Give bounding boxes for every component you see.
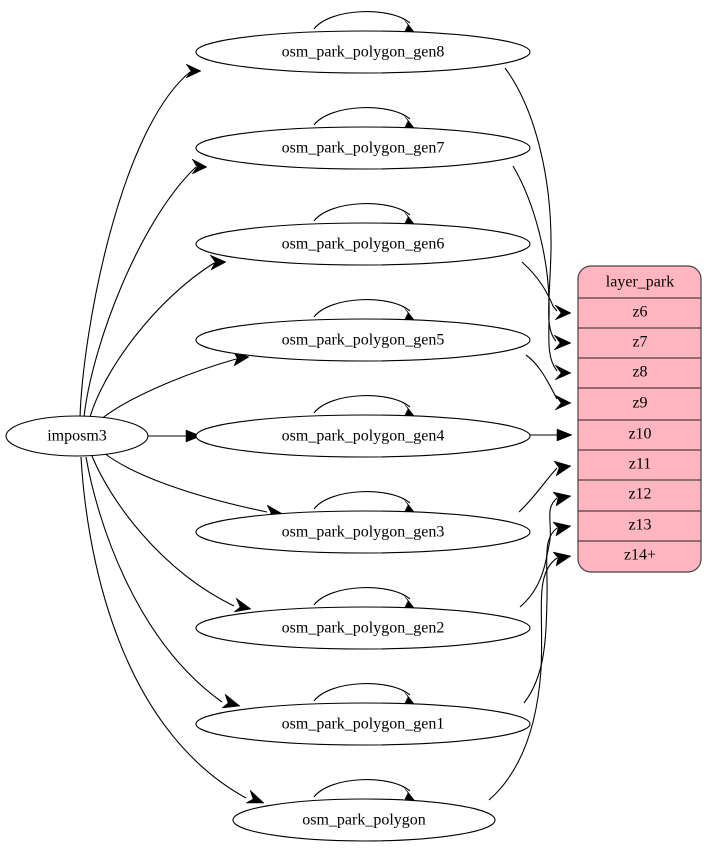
self-loop-gen8: [313, 11, 411, 30]
layer-park-row-z14[interactable]: z14+: [624, 547, 656, 564]
edge-gen5-to-z9: [525, 354, 558, 400]
layer-park-header-label: layer_park: [606, 274, 674, 291]
arrowhead-z6: [554, 304, 572, 321]
arrowhead-base: [245, 789, 265, 804]
layer-park-row-z6[interactable]: z6: [632, 304, 647, 321]
node-gen5[interactable]: osm_park_polygon_gen5: [195, 318, 531, 362]
node-gen1[interactable]: osm_park_polygon_gen1: [195, 702, 531, 746]
arrowhead-z11: [553, 460, 572, 477]
arrowhead-self-gen6: [403, 210, 416, 226]
layer-park-row-z9[interactable]: z9: [632, 395, 647, 412]
arrowhead-self-gen3: [403, 498, 416, 514]
arrowhead-z12: [552, 491, 572, 507]
gen5-ellipse[interactable]: [195, 318, 531, 362]
gen3-ellipse[interactable]: [195, 510, 531, 554]
gen6-label: osm_park_polygon_gen6: [282, 236, 445, 253]
edge-imposm3-to-gen8: [79, 71, 191, 418]
gen4-ellipse[interactable]: [195, 414, 531, 458]
gen1-label: osm_park_polygon_gen1: [282, 716, 445, 733]
node-imposm3[interactable]: imposm3: [5, 415, 149, 457]
self-loop-base: [313, 779, 411, 798]
edge-group-self-loops: [313, 11, 416, 802]
imposm3-ellipse[interactable]: [5, 415, 149, 457]
edge-base-to-z14: [488, 557, 558, 801]
edge-gen3-to-z11: [518, 467, 558, 513]
edge-imposm3-to-gen3: [103, 452, 268, 513]
layer-park-row-z8[interactable]: z8: [632, 364, 647, 381]
arrowhead-self-gen8: [403, 18, 416, 34]
arrowhead-gen4: [185, 429, 202, 443]
layer-park-body[interactable]: [577, 265, 702, 573]
gen8-label: osm_park_polygon_gen8: [282, 44, 445, 61]
node-gen6[interactable]: osm_park_polygon_gen6: [195, 222, 531, 266]
edge-imposm3-to-gen5: [99, 358, 237, 421]
arrowhead-gen2: [233, 597, 252, 613]
edge-gen6-to-z6: [521, 261, 558, 312]
arrowhead-gen6: [209, 254, 227, 271]
arrowhead-self-base: [403, 786, 416, 802]
arrowhead-gen1: [221, 693, 241, 709]
gen3-label: osm_park_polygon_gen3: [282, 524, 445, 541]
edge-imposm3-to-gen6: [89, 262, 215, 418]
layer-park-row-z10[interactable]: z10: [628, 426, 651, 443]
layer-park-row-z7[interactable]: z7: [632, 334, 647, 351]
gen6-ellipse[interactable]: [195, 222, 531, 266]
edge-imposm3-to-base: [80, 456, 247, 799]
edge-imposm3-to-gen1: [85, 456, 223, 703]
edge-gen7-to-z8: [512, 165, 558, 372]
node-gen7[interactable]: osm_park_polygon_gen7: [195, 126, 531, 170]
gen4-label: osm_park_polygon_gen4: [282, 428, 445, 445]
self-loop-gen7: [313, 107, 411, 126]
self-loop-gen5: [313, 299, 411, 318]
gen2-label: osm_park_polygon_gen2: [282, 620, 445, 637]
arrowhead-z14: [552, 551, 572, 567]
arrowhead-z13: [552, 521, 572, 537]
edge-group-nodes-to-record: [488, 67, 573, 801]
node-gen4[interactable]: osm_park_polygon_gen4: [195, 414, 531, 458]
arrowhead-z10: [556, 428, 573, 442]
arrowhead-z7: [553, 334, 572, 351]
gen7-ellipse[interactable]: [195, 126, 531, 170]
arrowhead-z8: [554, 364, 572, 381]
arrowhead-self-gen5: [403, 306, 416, 322]
arrowhead-self-gen1: [403, 690, 416, 706]
gen2-ellipse[interactable]: [195, 606, 531, 650]
edge-gen1-to-z13: [523, 527, 558, 704]
arrowhead-self-gen2: [403, 594, 416, 610]
self-loop-gen1: [313, 683, 411, 702]
arrowhead-z9: [554, 394, 572, 411]
arrowhead-self-gen7: [403, 114, 416, 130]
node-layer-park[interactable]: layer_park z6 z7 z8 z9 z10 z11 z12 z13 z…: [577, 265, 702, 573]
gen8-ellipse[interactable]: [195, 30, 531, 74]
base-label: osm_park_polygon: [302, 812, 426, 829]
self-loop-gen2: [313, 587, 411, 606]
gen5-label: osm_park_polygon_gen5: [282, 332, 445, 349]
imposm3-label: imposm3: [47, 428, 107, 445]
self-loop-gen4: [313, 395, 411, 414]
layer-park-row-z13[interactable]: z13: [628, 517, 651, 534]
edge-imposm3-to-gen2: [91, 455, 235, 607]
arrowhead-gen7: [191, 158, 208, 175]
gen1-ellipse[interactable]: [195, 702, 531, 746]
self-loop-gen6: [313, 203, 411, 222]
node-gen8[interactable]: osm_park_polygon_gen8: [195, 30, 531, 74]
edge-imposm3-to-gen7: [83, 166, 197, 418]
edge-group-source-to-nodes: [79, 63, 284, 804]
arrowhead-gen8: [185, 63, 202, 79]
node-base[interactable]: osm_park_polygon: [232, 798, 496, 842]
layer-park-row-z12[interactable]: z12: [628, 486, 651, 503]
self-loop-gen3: [313, 491, 411, 510]
node-gen2[interactable]: osm_park_polygon_gen2: [195, 606, 531, 650]
layer-park-row-z11[interactable]: z11: [629, 456, 652, 473]
edge-gen2-to-z12: [519, 497, 558, 608]
gen7-label: osm_park_polygon_gen7: [282, 140, 445, 157]
arrowhead-self-gen4: [403, 402, 416, 418]
node-gen3[interactable]: osm_park_polygon_gen3: [195, 510, 531, 554]
base-ellipse[interactable]: [232, 798, 496, 842]
